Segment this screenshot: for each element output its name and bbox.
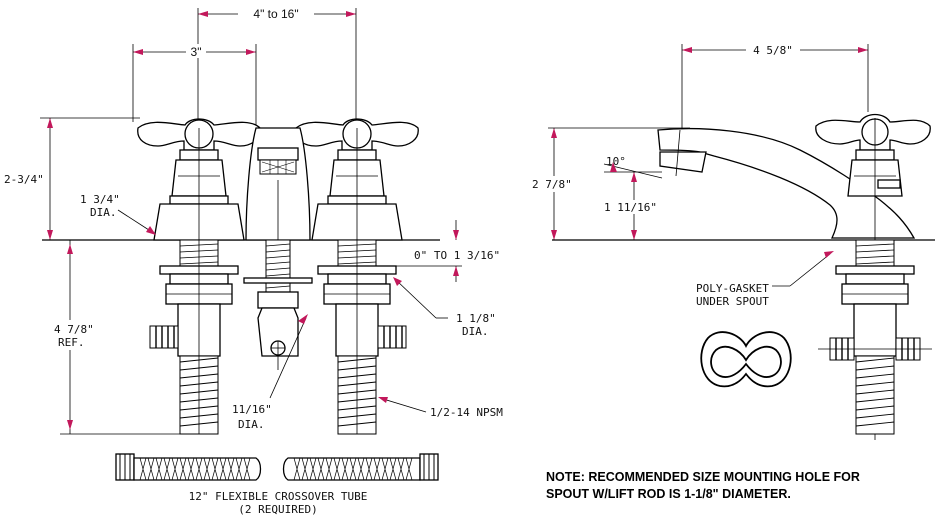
label-dia-1: DIA. [90,206,117,219]
label-2-3-4: 2-3/4" [4,173,44,186]
front-view: 4" to 16" 3" 2-3/4" [4,6,503,516]
label-ref: REF. [58,336,85,349]
label-npsm: 1/2-14 NPSM [430,406,503,419]
dim-4-to-16: 4" to 16" [197,6,357,122]
side-view: 4 5/8" 2 7/8" [530,43,935,501]
note-line1: NOTE: RECOMMENDED SIZE MOUNTING HOLE FOR [546,470,860,484]
dim-3: 3" [132,44,257,125]
dim-2-7-8: 2 7/8" [530,127,690,240]
label-dia-2: DIA. [462,325,489,338]
right-handle [295,118,419,241]
dim-11-16-dia: 11/16" DIA. [232,314,308,431]
dim-1-11-16: 1 11/16" [602,172,666,240]
dim-4-5-8: 4 5/8" [681,43,869,130]
label-0-to-1-3-16: 0" TO 1 3/16" [414,249,500,262]
label-gasket-line1: POLY-GASKET [696,282,769,295]
label-1-11-16: 1 11/16" [604,201,657,214]
label-2-7-8: 2 7/8" [532,178,572,191]
label-dia-3: DIA. [238,418,265,431]
angle-10: 10° [603,155,663,179]
dim-1-3-4-dia: 1 3/4" DIA. [80,193,156,235]
dim-npsm: 1/2-14 NPSM [378,397,503,419]
dim-0-to-1-3-16: 0" TO 1 3/16" [396,220,500,282]
left-handle [137,118,261,241]
label-11-16: 11/16" [232,403,272,416]
left-shank [149,239,239,435]
label-gasket-line2: UNDER SPOUT [696,295,769,308]
spout-side [657,127,916,239]
label-angle-10: 10° [606,155,626,168]
label-3: 3" [191,45,202,59]
crossover-tubes: 12" FLEXIBLE CROSSOVER TUBE (2 REQUIRED) [115,453,439,516]
dim-4-7-8-ref: 4 7/8" REF. [52,240,180,435]
note-line2: SPOUT W/LIFT ROD IS 1-1/8" DIAMETER. [546,487,791,501]
center-spout [245,127,311,241]
note: NOTE: RECOMMENDED SIZE MOUNTING HOLE FOR… [546,470,860,501]
label-tube-line1: 12" FLEXIBLE CROSSOVER TUBE [189,490,368,503]
right-shank [317,239,407,435]
label-4-to-16: 4" to 16" [253,7,298,21]
label-4-5-8: 4 5/8" [753,44,793,57]
center-shank [243,239,313,370]
dim-2-3-4: 2-3/4" [4,117,140,240]
label-1-3-4: 1 3/4" [80,193,120,206]
side-shank [818,239,932,435]
dim-1-1-8-dia: 1 1/8" DIA. [393,277,496,338]
mounting-hole-shape [700,331,792,388]
label-1-1-8: 1 1/8" [456,312,496,325]
poly-gasket-callout: POLY-GASKET UNDER SPOUT [696,251,834,308]
label-tube-line2: (2 REQUIRED) [238,503,317,516]
label-4-7-8: 4 7/8" [54,323,94,336]
